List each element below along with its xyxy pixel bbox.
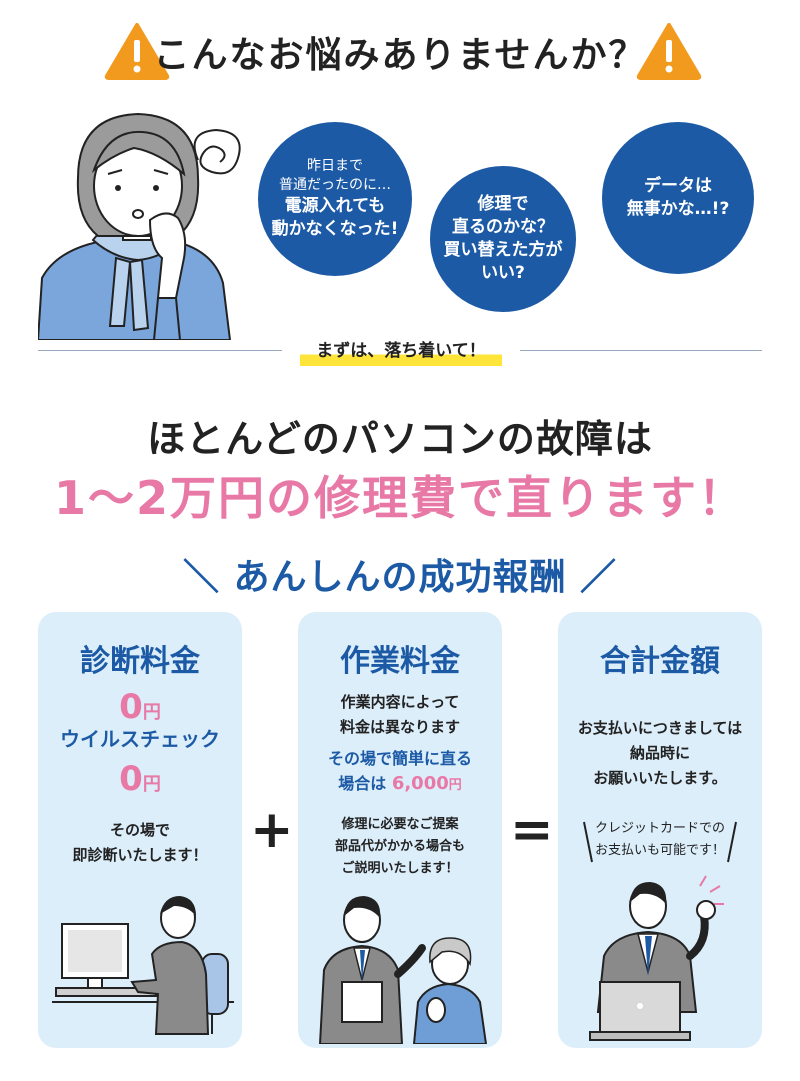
bubble-text: 買い替えた方が xyxy=(443,240,563,260)
concern-bubble-power: 昨日まで 普通だったのに… 電源入れても 動かなくなった! xyxy=(258,122,412,276)
credit-card-note: お支払いも可能です！ xyxy=(594,843,725,858)
card-title: 合計金額 xyxy=(600,644,720,679)
card-work-fee: 作業料金 作業内容によって 料金は異なります その場で簡単に直る 場合は 6,0… xyxy=(298,612,502,1048)
fee-value: 0 xyxy=(119,687,143,727)
credit-card-note: クレジットカードでの xyxy=(594,821,725,836)
slash-brackets xyxy=(583,821,737,863)
concern-bubble-repair: 修理で 直るのかな？ 買い替えた方が いい? xyxy=(430,166,576,312)
section-title: ＼ あんしんの成功報酬 ／ xyxy=(182,557,618,598)
bubble-text: いい? xyxy=(481,262,525,283)
technician-at-computer-illustration xyxy=(52,896,234,1035)
bubble-text: 修理で xyxy=(477,194,529,215)
note: その場で xyxy=(109,821,170,839)
virus-check-fee: 0円 xyxy=(38,756,242,808)
simple-fix-unit: 円 xyxy=(448,778,462,793)
simple-fix-text: その場で簡単に直る xyxy=(327,749,472,768)
total-desc: お願いいたします。 xyxy=(593,769,727,787)
warning-icon xyxy=(104,23,170,80)
simple-fix-value: 6,000 xyxy=(391,773,449,794)
work-desc: 作業内容によって xyxy=(340,693,460,711)
bubble-text: 普通だったのに… xyxy=(279,177,391,194)
bubble-text: 電源入れても xyxy=(284,195,386,216)
headline-line1: ほとんどのパソコンの故障は xyxy=(147,417,653,461)
fee-unit: 円 xyxy=(142,774,161,795)
divider-right xyxy=(520,350,762,351)
bubble-text: 直るのかな？ xyxy=(452,217,554,238)
concern-bubble-data: データは 無事かな…!? xyxy=(602,122,754,274)
card-title: 作業料金 xyxy=(340,644,460,679)
card-diagnosis-fee: 診断料金 0円 ウイルスチェック 0円 その場で 即診断いたします！ xyxy=(38,612,242,1048)
plus-sign: + xyxy=(250,800,294,860)
virus-check-label: ウイルスチェック xyxy=(60,727,220,751)
warning-icon xyxy=(636,23,702,80)
worried-woman-illustration xyxy=(38,112,241,340)
note: 即診断いたします！ xyxy=(72,846,208,864)
staff-with-laptop-illustration xyxy=(589,875,724,1041)
bubble-text: 無事かな…!? xyxy=(626,199,730,219)
simple-fix-label: 場合は xyxy=(338,774,387,793)
headline-line2: 1〜2万円の修理費で直ります！ xyxy=(53,471,746,525)
work-note: 修理に必要なご提案 xyxy=(341,817,459,832)
work-desc: 料金は異なります xyxy=(339,718,460,736)
header-title: こんなお悩みありませんか？ xyxy=(153,35,647,76)
work-note: 部品代がかかる場合も xyxy=(334,839,465,854)
card-title: 診断料金 xyxy=(80,644,200,679)
fee-value: 0 xyxy=(119,759,143,799)
staff-and-customer-illustration xyxy=(318,896,488,1044)
fee-unit: 円 xyxy=(142,702,161,723)
bubble-text: 動かなくなった! xyxy=(271,218,399,239)
work-note: ご説明いたします！ xyxy=(341,861,459,876)
divider-left xyxy=(38,350,282,351)
total-desc: お支払いにつきましては xyxy=(577,719,743,737)
card-total-amount: 合計金額 お支払いにつきましては 納品時に お願いいたします。 クレジットカード… xyxy=(558,612,762,1048)
diagnosis-fee: 0円 xyxy=(38,684,242,736)
total-desc: 納品時に xyxy=(629,744,690,762)
bubble-text: 昨日まで xyxy=(307,158,363,175)
simple-fix-price: 場合は 6,000円 xyxy=(298,771,502,798)
equals-sign: = xyxy=(510,800,554,860)
calm-down-label: まずは、落ち着いて！ xyxy=(300,340,502,366)
bubble-text: データは xyxy=(644,176,712,197)
